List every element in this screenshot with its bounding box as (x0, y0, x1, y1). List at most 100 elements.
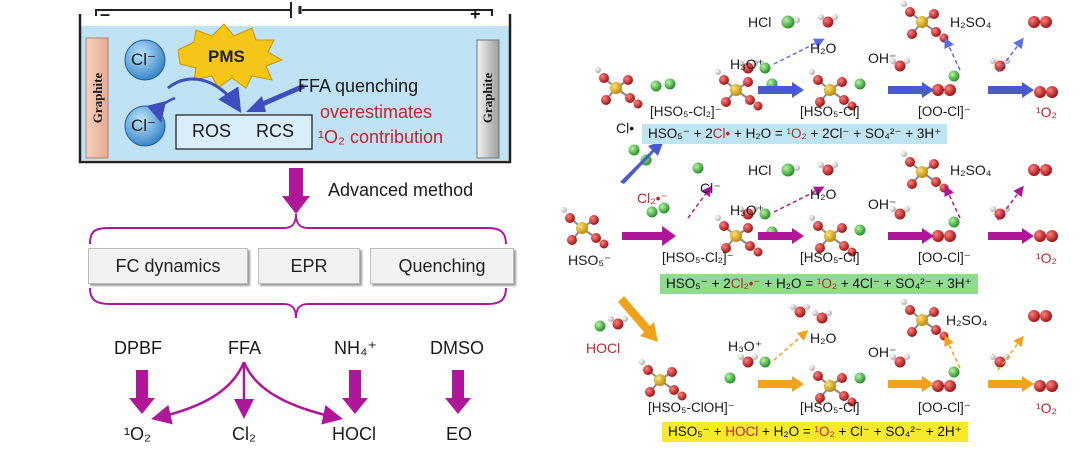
cl2-radical-label: Cl₂•⁻ (637, 190, 668, 206)
row3-molecules (594, 298, 1058, 408)
down-arrow-head (282, 196, 310, 214)
product-singlet-oxygen: ¹O₂ (124, 424, 151, 444)
row2-dash-2 (944, 185, 961, 219)
row3-arrow-3 (988, 376, 1034, 392)
method-fc-dynamics: FC dynamics (88, 248, 248, 284)
bottom-brace (89, 287, 507, 319)
row2-dash-0 (687, 185, 712, 219)
probe-ffa: FFA (228, 338, 262, 358)
probe-dpbf: DPBF (114, 338, 163, 358)
h2so4-label-r3: H₂SO₄ (946, 312, 988, 328)
rcs-label: RCS (256, 121, 295, 141)
graphite-label-left: Graphite (90, 72, 105, 124)
r3-singlet-oxygen: ¹O₂ (1036, 400, 1057, 416)
hcl-label-r1: HCl (748, 14, 772, 30)
plus-terminal: + (470, 4, 481, 24)
row1-arrow-1 (758, 82, 804, 98)
r1-intermediate-3: [OO-Cl]⁻ (918, 104, 971, 119)
overestimates-label: overestimates (320, 102, 433, 122)
chloride-label-bottom: Cl⁻ (131, 116, 157, 135)
row1-arrow-3 (988, 82, 1034, 98)
r1-intermediate-1: [HSO₅-Cl₂]⁻ (650, 104, 722, 119)
ffa-arrow-head (246, 96, 266, 112)
arrow-cl-cycle (146, 96, 176, 123)
row2-arrow-3 (988, 228, 1034, 244)
row1-dash-2 (944, 37, 961, 71)
oh-label-r1: OH⁻ (868, 50, 897, 66)
r3-intermediate-2: [HSO₅-Cl] (800, 400, 860, 415)
method-epr: EPR (258, 248, 360, 284)
r3-intermediate-1: [HSO₅-ClOH]⁻ (648, 400, 735, 415)
pms-label: PMS (208, 47, 245, 66)
h2o-label-r3: H₂O (810, 330, 837, 346)
h2o-label-r1: H₂O (810, 40, 837, 56)
method-quenching: Quenching (370, 248, 514, 284)
product-cl2: Cl₂ (232, 424, 256, 444)
row3-dash-2 (944, 335, 961, 369)
r2-intermediate-3: [OO-Cl]⁻ (918, 250, 971, 265)
h2so4-label-r2: H₂SO₄ (950, 162, 992, 178)
r1-singlet-oxygen: ¹O₂ (1036, 104, 1057, 120)
equation-3: HSO₅⁻ + HOCl + H₂O = ¹O₂ + Cl⁻ + SO₄²⁻ +… (662, 422, 968, 442)
left-diagram-graphics (78, 2, 512, 425)
r1-intermediate-2: [HSO₅-Cl] (800, 104, 860, 119)
equation-2: HSO₅⁻ + 2Cl₂•⁻ + H₂O = ¹O₂ + 4Cl⁻ + SO₄²… (660, 274, 978, 294)
cl-minus-label: Cl⁻ (700, 180, 721, 196)
hso5-label: HSO₅⁻ (568, 252, 612, 268)
circuit-wire (95, 9, 493, 16)
equation-1: HSO₅⁻ + 2Cl• + H₂O = ¹O₂ + 2Cl⁻ + SO₄²⁻ … (642, 124, 948, 144)
row2-arrow-2 (888, 228, 934, 244)
ros-rcs-box (175, 114, 313, 150)
ros-label: ROS (192, 121, 232, 141)
arrow-cl-to-ros (167, 77, 242, 114)
oh-label-r2: OH⁻ (868, 196, 897, 212)
hocl-reactant-label: HOCl (586, 340, 621, 356)
row1-dash-1 (773, 38, 825, 65)
graphite-electrode-left (85, 37, 109, 159)
oh-label-r3: OH⁻ (868, 344, 897, 360)
cell-container (78, 14, 512, 164)
row1-arrow-2 (888, 82, 934, 98)
arrow-ffa-to-o2 (151, 361, 246, 425)
row3-arrow-1 (758, 376, 804, 392)
right-mechanism-graphics (560, 0, 1058, 408)
graphite-label-right: Graphite (480, 72, 495, 124)
chloride-label-top: Cl⁻ (131, 50, 157, 69)
probe-dmso: DMSO (430, 338, 484, 358)
advanced-method-label: Advanced method (328, 180, 474, 200)
pms-starburst (177, 23, 284, 89)
r2-intermediate-1: [HSO₅-Cl₂]⁻ (662, 250, 734, 265)
arrow-dpbf (136, 370, 148, 400)
cl-radical-label: Cl• (616, 120, 635, 136)
arrow-nh4 (349, 370, 361, 400)
ffa-quenching-label: FFA quenching (298, 76, 419, 96)
h3o-label-r2: H₃O⁺ (730, 202, 765, 218)
h2o-label-r2: H₂O (810, 186, 837, 202)
down-arrow-shaft (289, 168, 303, 198)
row2-dash-1 (773, 186, 825, 213)
chloride-ball-top (124, 39, 166, 81)
r3-intermediate-3: [OO-Cl]⁻ (918, 400, 971, 415)
hcl-label-r2: HCl (748, 162, 772, 178)
h3o-label-r3: H₃O⁺ (728, 338, 763, 354)
entry-arrow-magenta (622, 226, 676, 246)
arrow-dmso (452, 370, 464, 400)
singlet-contribution-label: ¹O₂ contribution (318, 127, 444, 147)
ffa-arrow-shaft (257, 83, 305, 109)
arrow-ffa-to-hocl (242, 361, 343, 425)
h3o-label-r1: H₃O⁺ (730, 56, 765, 72)
row2-arrow-1 (758, 228, 804, 244)
probe-nh4: NH₄⁺ (334, 338, 377, 358)
top-brace (89, 213, 507, 245)
graphite-electrode-right (476, 39, 500, 159)
r2-intermediate-2: [HSO₅-Cl] (800, 250, 860, 265)
row3-dash-1 (773, 330, 809, 361)
minus-terminal: – (100, 4, 111, 24)
entry-arrow-blue (620, 140, 664, 184)
h2so4-label-r1: H₂SO₄ (950, 14, 992, 30)
entry-arrow-orange (618, 296, 658, 342)
product-hocl: HOCl (332, 424, 376, 444)
product-eo: EO (446, 424, 473, 444)
row3-arrow-2 (888, 376, 934, 392)
r2-singlet-oxygen: ¹O₂ (1036, 250, 1057, 266)
